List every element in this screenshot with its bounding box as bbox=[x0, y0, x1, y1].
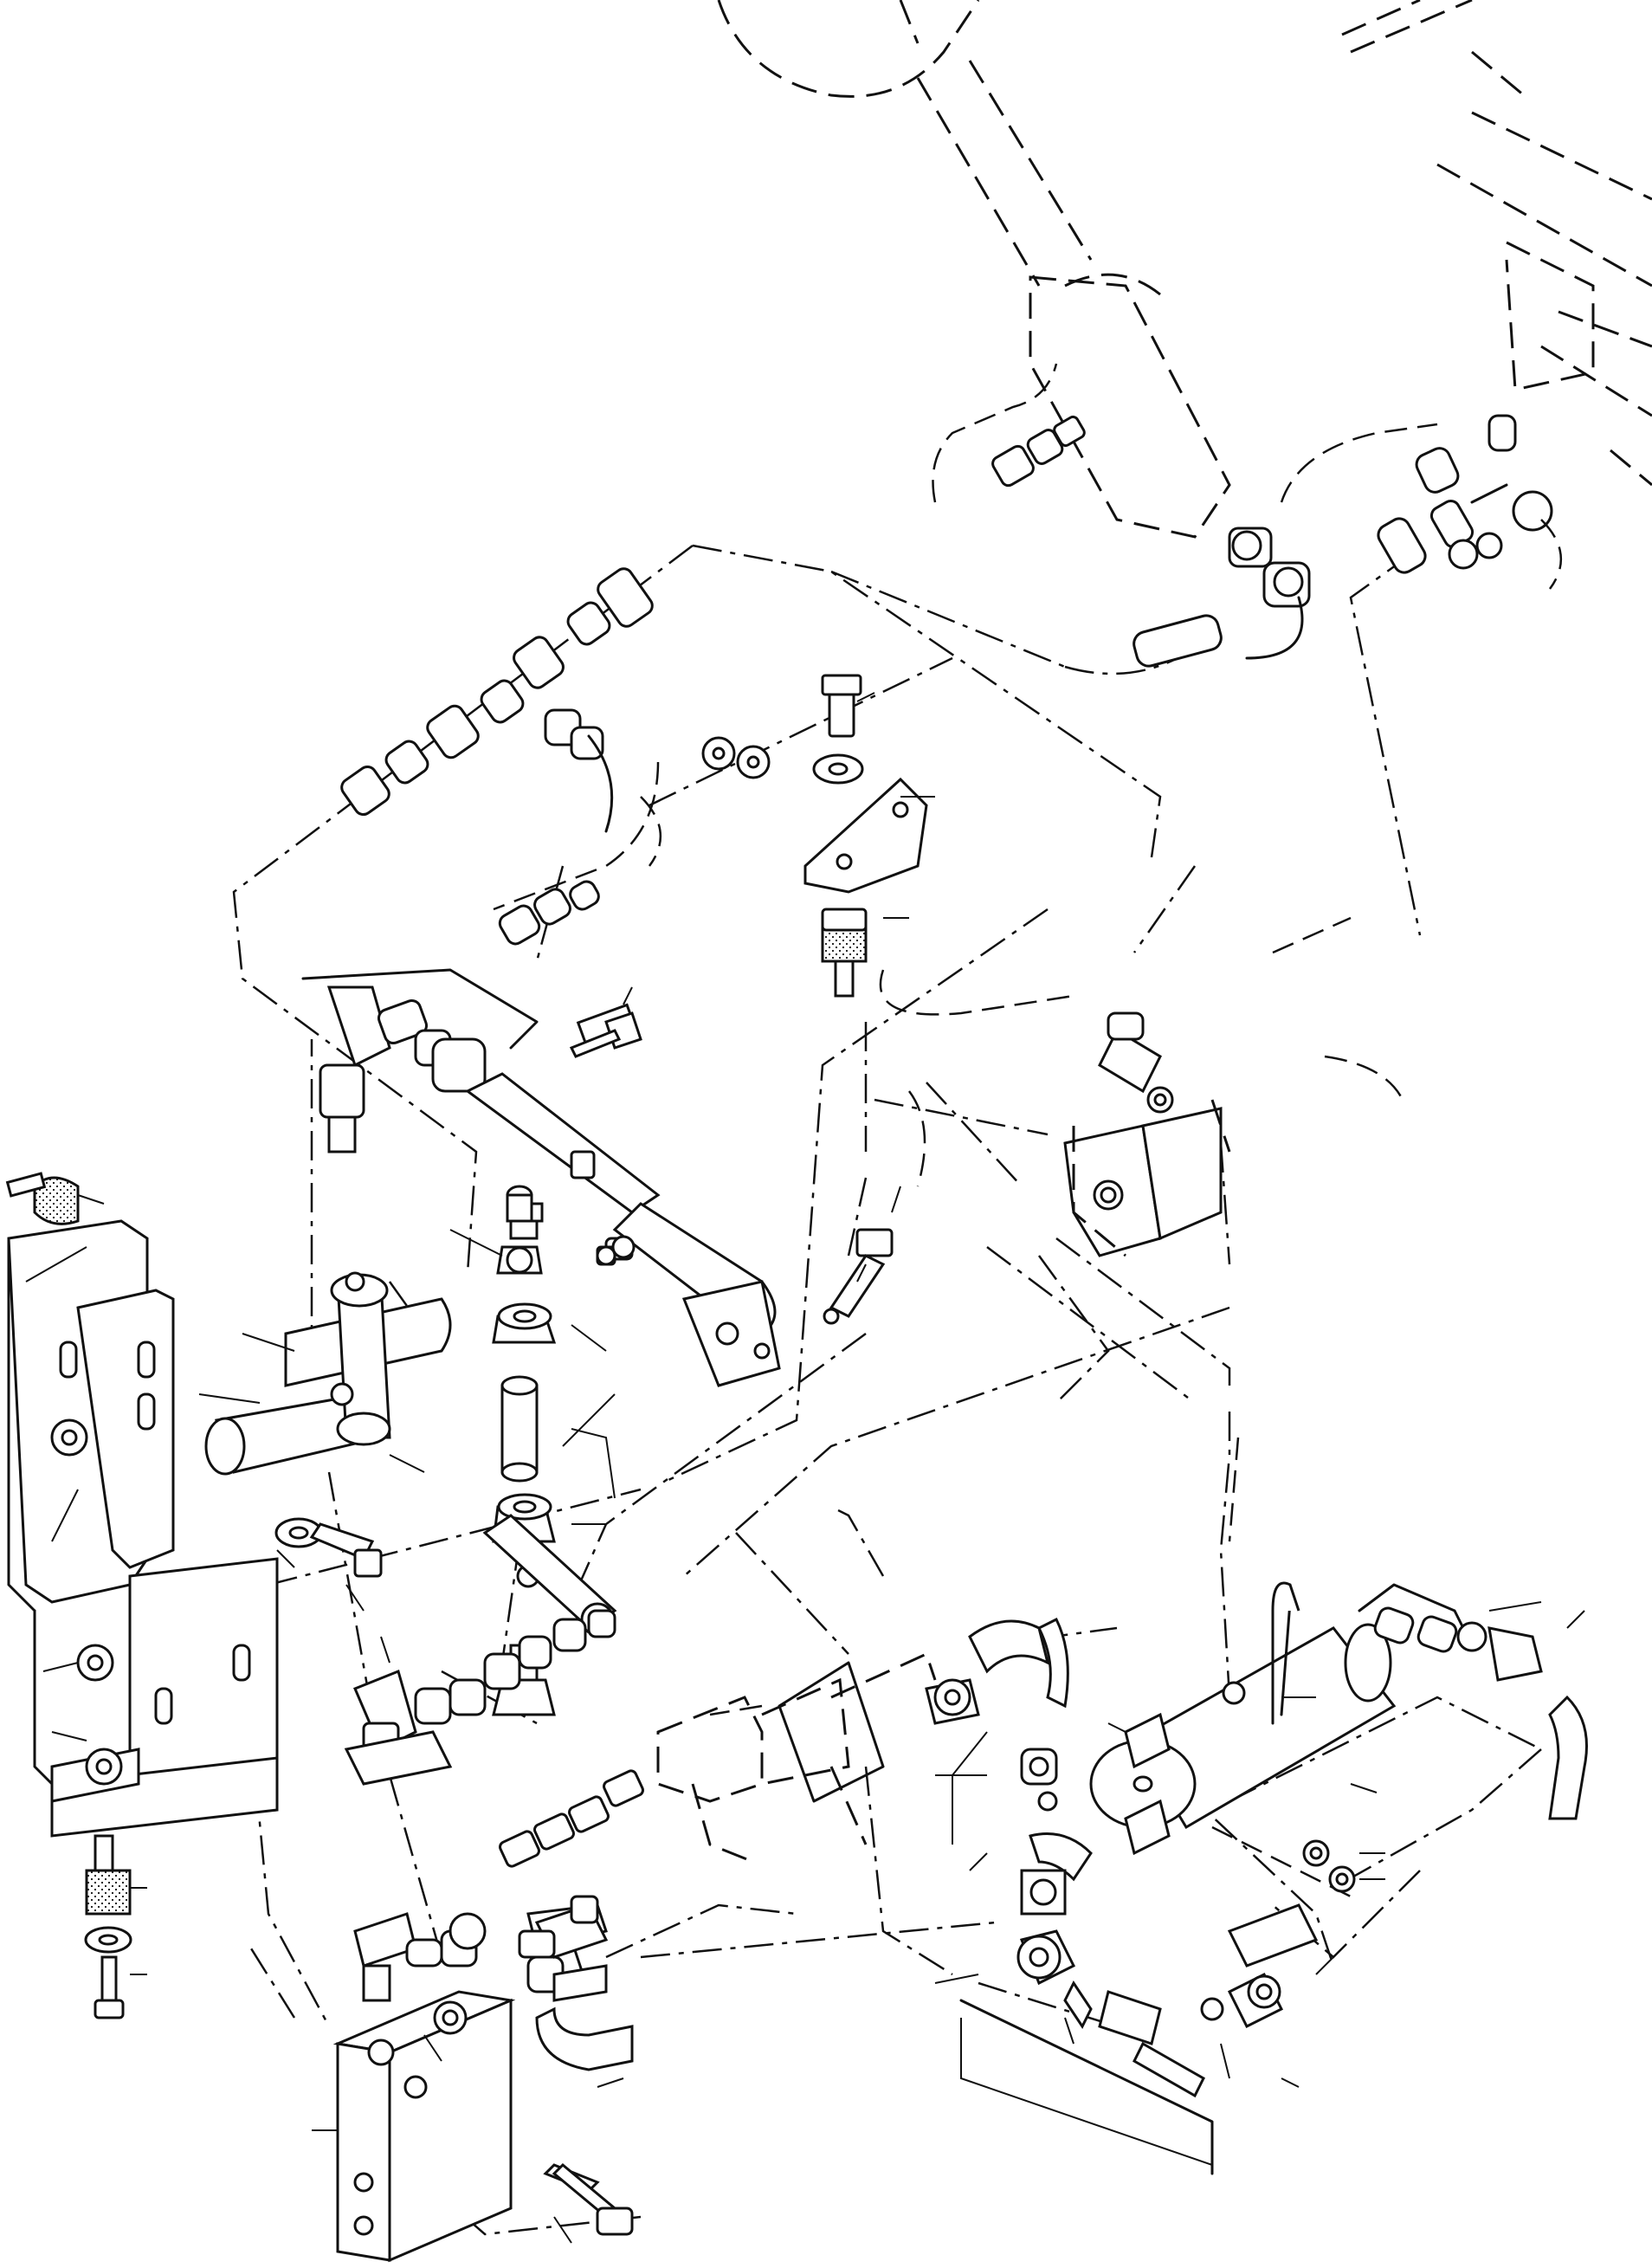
cylinder-hose-fittings bbox=[1358, 1583, 1588, 1820]
long-bolt-and-washer bbox=[274, 1517, 383, 1612]
lower-valve-block bbox=[312, 1990, 516, 2263]
upper-center-hex-bolt bbox=[569, 986, 642, 1058]
top-hose-fittings bbox=[991, 414, 1563, 668]
lower-left-fitting-chain bbox=[344, 1609, 616, 1786]
hydraulic-cylinder bbox=[1089, 1581, 1397, 1856]
cylinder-mount-nuts bbox=[1302, 1839, 1385, 1893]
rubber-mount-left-lower bbox=[84, 1834, 147, 2019]
cross-tee-fitting bbox=[198, 1271, 452, 1476]
flexible-hoses bbox=[493, 363, 1438, 1898]
left-wall-bracket bbox=[7, 1219, 279, 1838]
valve-block-upper-right bbox=[1063, 1011, 1231, 1257]
phantom-machine-outline bbox=[717, 0, 1652, 539]
elbow-and-nut-group bbox=[925, 1617, 1093, 1916]
bottom-center-tee bbox=[518, 1895, 609, 1959]
bottom-right-hose-assembly bbox=[934, 1903, 1334, 2175]
bottom-cap-bolt bbox=[543, 2162, 634, 2244]
angle-bracket-assembly bbox=[701, 674, 935, 998]
phantom-valve-body bbox=[499, 1651, 937, 1868]
upper-left-fitting-chain bbox=[340, 567, 662, 946]
left-elbow-pipe bbox=[301, 968, 781, 1387]
socket-cap-bolt bbox=[823, 1186, 901, 1325]
rubber-mount-left-upper bbox=[5, 1172, 105, 1225]
